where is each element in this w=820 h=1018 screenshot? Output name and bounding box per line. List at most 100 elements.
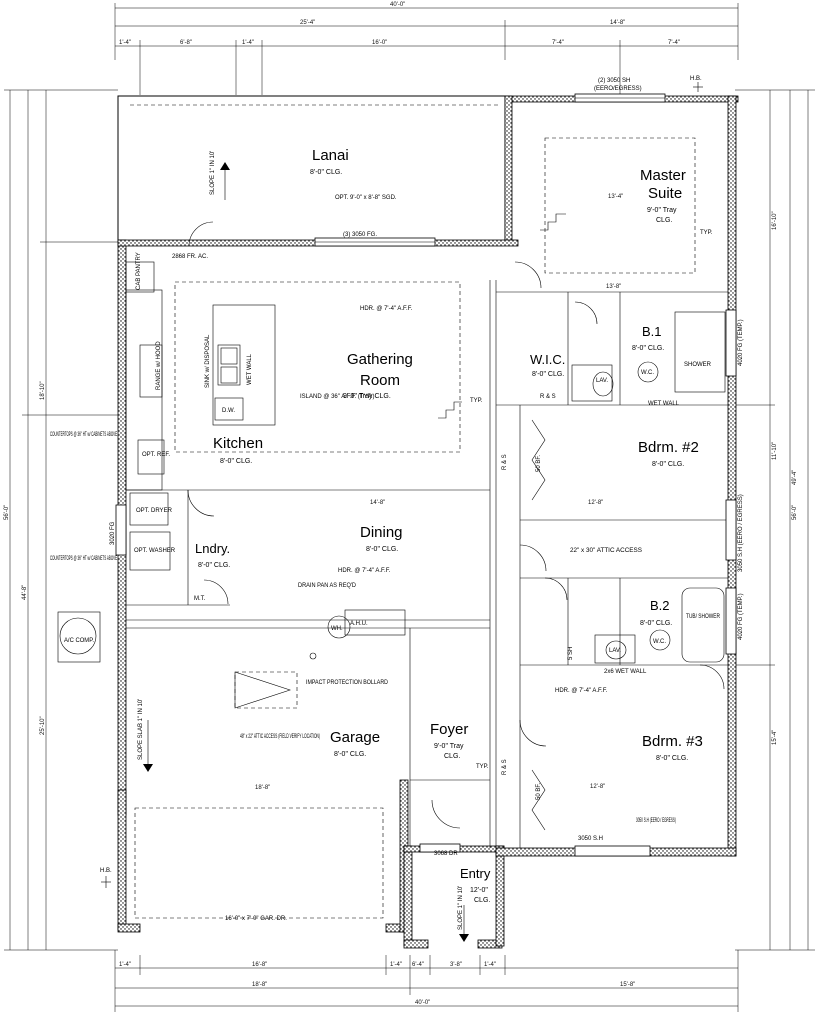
- dim-top-row-3: 1'-4": [242, 40, 254, 46]
- dim-kitchen-width: 14'-8": [370, 500, 385, 506]
- door-swings: [187, 221, 725, 829]
- dim-top-right: 14'-8": [610, 20, 625, 26]
- attic-garage-note: 48" x 22" ATTIC ACCESS (FIELD VERIFY LOC…: [240, 734, 320, 740]
- dim-garage-width: 18'-8": [255, 785, 270, 791]
- dim-left-mid: 44'-8": [22, 585, 28, 600]
- fg-3050-note: (3) 3050 FG.: [343, 232, 377, 238]
- hdr-dining: HDR. @ 7'-4" A.F.F.: [338, 568, 391, 574]
- laundry-ceiling: 8'-0" CLG.: [198, 562, 230, 569]
- b2-ceiling: 8'-0" CLG.: [640, 620, 672, 627]
- dim-left-lower: 25'-10": [40, 716, 46, 735]
- dim-bottom-row-4: 6'-4": [412, 962, 424, 968]
- lav-b1: LAV.: [596, 378, 608, 384]
- sink-note: SINK w/ DISPOSAL: [205, 334, 211, 388]
- hb-left: H.B.: [100, 868, 112, 874]
- dw-note: D.W.: [222, 408, 235, 414]
- dim-bottom-mid-2: 15'-8": [620, 982, 635, 988]
- gathering-label-2: Room: [360, 372, 400, 389]
- wc-b1: W.C.: [641, 370, 654, 376]
- sh-3050-eero: 3050 S.H (EERO / EGRESS): [636, 818, 676, 824]
- dim-bottom-row-6: 1'-4": [484, 962, 496, 968]
- dining-ceiling: 8'-0" CLG.: [366, 546, 398, 553]
- dim-right-lower: 15'-4": [772, 730, 778, 745]
- dim-bottom-row-2: 16'-8": [252, 962, 267, 968]
- opt-dryer: OPT. DRYER: [136, 508, 173, 514]
- sgd-note: OPT. 9'-0" x 8'-8" SGD.: [335, 195, 397, 201]
- dim-bdrm3-width: 12'-8": [590, 784, 605, 790]
- master-ceiling: 9'-0" Tray: [647, 207, 677, 214]
- entry-ceiling: 12'-0": [470, 887, 488, 894]
- bdrm2-label: Bdrm. #2: [638, 439, 699, 456]
- dim-master-width: 13'-4": [608, 194, 623, 200]
- kitchen-label: Kitchen: [213, 435, 263, 452]
- sh-3050-bdrm2: 3050 S.H (EERO / EGRESS): [738, 494, 744, 572]
- dim-overall-bottom: 40'-0": [415, 1000, 430, 1006]
- foyer-label: Foyer: [430, 721, 468, 738]
- shower-label: SHOWER: [684, 362, 712, 368]
- rs-wic: R & S: [540, 394, 556, 400]
- window-note-top-2: (EERO/EGRESS): [594, 86, 642, 92]
- dimension-lines: [4, 3, 815, 1012]
- dim-left-overall: 56'-0": [4, 505, 10, 520]
- dim-bottom-row-3: 1'-4": [390, 962, 402, 968]
- annotation-notes: (2) 3050 SH (EERO/EGRESS) H.B. H.B. OPT.…: [50, 76, 744, 930]
- dim-master-bottom: 13'-8": [606, 284, 621, 290]
- wh-label: WH.: [331, 626, 343, 632]
- kitchen-ceiling: 8'-0" CLG.: [220, 458, 252, 465]
- countertops-note-1: COUNTERTOPS @ 36" HT w/ CABINETS ABOVE.: [50, 432, 118, 438]
- laundry-label: Lndry.: [195, 541, 230, 556]
- wet-wall-kitchen: WET WALL: [247, 353, 253, 385]
- garage-label: Garage: [330, 729, 380, 746]
- dim-top-row-5: 7'-4": [552, 40, 564, 46]
- dimension-labels: 40'-0" 25'-4" 14'-8" 1'-4" 6'-8" 1'-4" 1…: [4, 2, 798, 1006]
- bath-fixtures: [57, 311, 726, 664]
- ahu-label: A.H.U.: [350, 621, 368, 627]
- master-label-2: Suite: [648, 185, 682, 202]
- hose-bib-marks: [101, 82, 703, 888]
- bdrm2-ceiling: 8'-0" CLG.: [652, 461, 684, 468]
- room-labels: Lanai 8'-0" CLG. Master Suite 9'-0" Tray…: [195, 147, 703, 904]
- bollard: [234, 652, 317, 709]
- dim-right-upper: 16'-10": [772, 211, 778, 230]
- b1-ceiling: 8'-0" CLG.: [632, 345, 664, 352]
- fr-ac-note: 2868 FR. AC.: [172, 254, 208, 260]
- ac-comp: A/C COMP.: [64, 638, 94, 644]
- b1-label: B.1: [642, 324, 662, 339]
- bf-bdrm3: 50 BF.: [536, 783, 542, 800]
- dim-right-mid2: 49'-4": [792, 470, 798, 485]
- island-note: ISLAND @ 36" A.F.F. (TYP.): [300, 394, 374, 400]
- slope-arrows: [143, 162, 469, 942]
- tray-steps: [438, 213, 566, 419]
- tray-ceiling-outlines: [130, 104, 696, 919]
- kitchen-fixtures: [125, 261, 276, 571]
- dim-top-row-6: 7'-4": [668, 40, 680, 46]
- dim-top-row-1: 1'-4": [119, 40, 131, 46]
- dim-top-row-4: 16'-0": [372, 40, 387, 46]
- wet-wall-b1: WET WALL: [648, 401, 680, 407]
- entry-ceiling-2: CLG.: [474, 897, 490, 904]
- dim-bottom-mid-1: 18'-8": [252, 982, 267, 988]
- opt-washer: OPT. WASHER: [134, 548, 176, 554]
- bf-bdrm2: 50 BF.: [536, 455, 542, 472]
- gar-door: 16'-0" x 7'-0" GAR. DR.: [225, 916, 287, 922]
- range-note: RANGE w/ HOOD: [156, 341, 162, 390]
- sh-3050: 3050 S.H: [578, 836, 603, 842]
- rs-bdrm3: R & S: [502, 759, 508, 775]
- window-note-top: (2) 3050 SH: [598, 78, 630, 84]
- garage-ceiling: 8'-0" CLG.: [334, 751, 366, 758]
- hdr-gathering: HDR. @ 7'-4" A.F.F.: [360, 306, 413, 312]
- dim-right-mid: 11'-10": [772, 442, 778, 460]
- fg-3020: 3020 FG: [110, 521, 116, 545]
- shelf-b2: 5 SH: [568, 647, 574, 660]
- master-ceiling-2: CLG.: [656, 217, 672, 224]
- foyer-ceiling: 9'-0" Tray: [434, 743, 464, 750]
- dim-bottom-row-5: 3'-8": [450, 962, 462, 968]
- dining-label: Dining: [360, 524, 403, 541]
- wic-label: W.I.C.: [530, 352, 565, 367]
- typ-foyer: TYP.: [476, 764, 489, 770]
- fg-4020-b2: 4020 FG (TEMP.): [738, 593, 744, 640]
- closet-doors: [531, 419, 546, 831]
- dr-3068: 3068 DR: [434, 851, 458, 857]
- bdrm3-ceiling: 8'-0" CLG.: [656, 755, 688, 762]
